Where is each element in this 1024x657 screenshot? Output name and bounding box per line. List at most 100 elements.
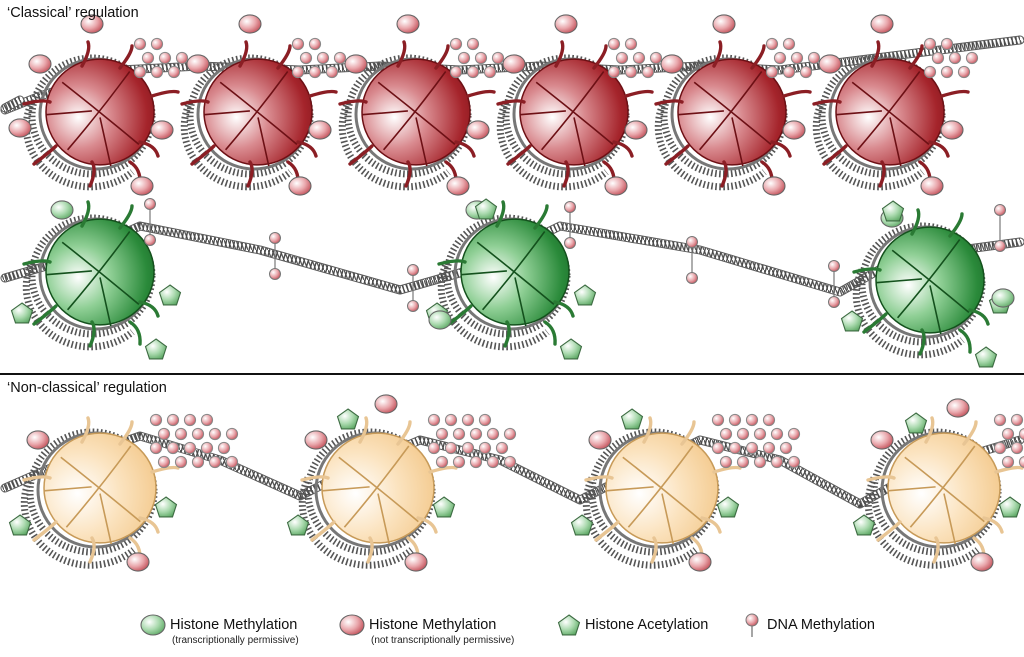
histone-tail <box>190 144 216 166</box>
histone-tail <box>396 40 407 68</box>
histone-tail <box>434 44 450 70</box>
dna-methylation-dot <box>770 427 784 441</box>
dna-methylation-lollipop-bottom <box>564 237 576 249</box>
histone-acetylation <box>432 496 456 518</box>
histone-tail <box>503 320 511 348</box>
dna-methylation-dot <box>174 455 188 469</box>
histone-tail <box>994 465 1024 474</box>
dna-methylation-dot <box>940 65 954 79</box>
histone-acetylation <box>620 408 644 430</box>
histone-tail <box>437 259 467 266</box>
histone-acetylation <box>904 412 928 434</box>
dna-methylation-dot <box>225 455 239 469</box>
histone-tail <box>654 99 684 106</box>
histone-tail <box>308 89 338 98</box>
dna-methylation-dot <box>753 427 767 441</box>
dna-methylation-dot <box>736 427 750 441</box>
histone-methylation-not-permissive <box>374 394 398 414</box>
dna-methylation-dot <box>965 51 979 65</box>
dna-methylation-dot <box>427 413 441 427</box>
histone-tail <box>118 44 134 70</box>
histone-tail <box>680 420 696 446</box>
dna-methylation-dot <box>782 37 796 51</box>
legend-sublabel-not-permissive: (not transcriptionally permissive) <box>371 635 515 646</box>
histone-tail <box>88 320 96 348</box>
histone-tail <box>348 144 374 166</box>
histone-tail <box>80 40 91 68</box>
green-pentagon-icon <box>557 614 581 636</box>
dna-methylation-dot <box>762 441 776 455</box>
wrapped-dna-front <box>496 100 609 191</box>
histone-tail <box>932 536 940 564</box>
histone-acetylation <box>336 408 360 430</box>
dna-methylation-lollipop-bottom <box>144 234 156 246</box>
dna-methylation-dot <box>452 427 466 441</box>
dna-methylation-dot <box>486 427 500 441</box>
dna-methylation-dot <box>449 37 463 51</box>
dna-methylation-lollipop-top <box>994 204 1006 216</box>
red-circle-icon <box>339 614 365 636</box>
dna-methylation-dot <box>728 413 742 427</box>
nucleosome-non-classical <box>864 416 1024 569</box>
histone-tail <box>22 475 52 482</box>
section-title-non-classical: ‘Non-classical’ regulation <box>7 380 167 396</box>
histone-tail <box>32 520 58 542</box>
histone-methylation-not-permissive <box>870 430 894 450</box>
nucleosomes <box>20 40 1024 569</box>
dna-methylation-dot <box>435 427 449 441</box>
dna-methylation-dot <box>175 51 189 65</box>
dna-methylation-dot <box>641 65 655 79</box>
histone-tail <box>878 160 886 188</box>
histone-tail <box>592 44 608 70</box>
histone-acetylation <box>998 496 1022 518</box>
legend-label-histone-acetylation: Histone Acetylation <box>585 617 709 633</box>
histone-tail <box>928 140 950 158</box>
dna-methylation-dot <box>158 51 172 65</box>
histone-tail <box>150 465 180 474</box>
histone-methylation-not-permissive <box>920 176 944 196</box>
histone-tail <box>862 312 888 334</box>
dna-methylation-dot <box>624 65 638 79</box>
histone-methylation-not-permissive <box>304 430 328 450</box>
histone-subunit-lines <box>45 71 140 167</box>
histone-acetylation <box>8 514 32 536</box>
histone-acetylation <box>158 284 182 306</box>
dna-methylation-lollipop-bottom <box>686 272 698 284</box>
histone-tail <box>88 160 96 188</box>
histone-tail <box>866 475 896 482</box>
dna-methylation-dot <box>503 427 517 441</box>
dna-methylation-dot <box>208 455 222 469</box>
histone-tail <box>782 89 812 98</box>
legend-label-histone-methylation-not-permissive: Histone Methylation <box>369 617 497 633</box>
dna-methylation-dot <box>174 427 188 441</box>
dna-methylation-dot <box>607 65 621 79</box>
histone-acetylation <box>559 338 583 360</box>
dna-methylation-dot <box>449 65 463 79</box>
histone-methylation-not-permissive <box>712 14 736 34</box>
histone-tail <box>968 308 990 326</box>
wrapped-dna-front <box>20 476 136 569</box>
dna-methylation-dot <box>790 51 804 65</box>
histone-tail <box>910 208 921 236</box>
histone-methylation-permissive <box>50 200 74 220</box>
histone-methylation-not-permissive <box>940 120 964 140</box>
histone-tail <box>495 200 506 228</box>
histone-acetylation <box>474 198 498 220</box>
dna-methylation-dot <box>745 441 759 455</box>
dna-methylation-dot <box>787 427 801 441</box>
dna-methylation-dot <box>291 37 305 51</box>
histone-tail <box>553 300 575 318</box>
histone-tail <box>948 212 964 238</box>
histone-tail <box>22 259 52 266</box>
histone-subunit-lines <box>321 445 419 545</box>
dna-methylation-dot <box>316 51 330 65</box>
dna-methylation-dot <box>711 441 725 455</box>
histone-tail <box>870 40 881 68</box>
dna-methylation-dot <box>166 441 180 455</box>
histone-tail <box>138 300 160 318</box>
histone-methylation-not-permissive <box>446 176 470 196</box>
histone-tail <box>982 516 1004 534</box>
dna-methylation-dot <box>607 37 621 51</box>
dna-methylation-lollipop-top <box>686 236 698 248</box>
dna-methylation-dot <box>167 65 181 79</box>
